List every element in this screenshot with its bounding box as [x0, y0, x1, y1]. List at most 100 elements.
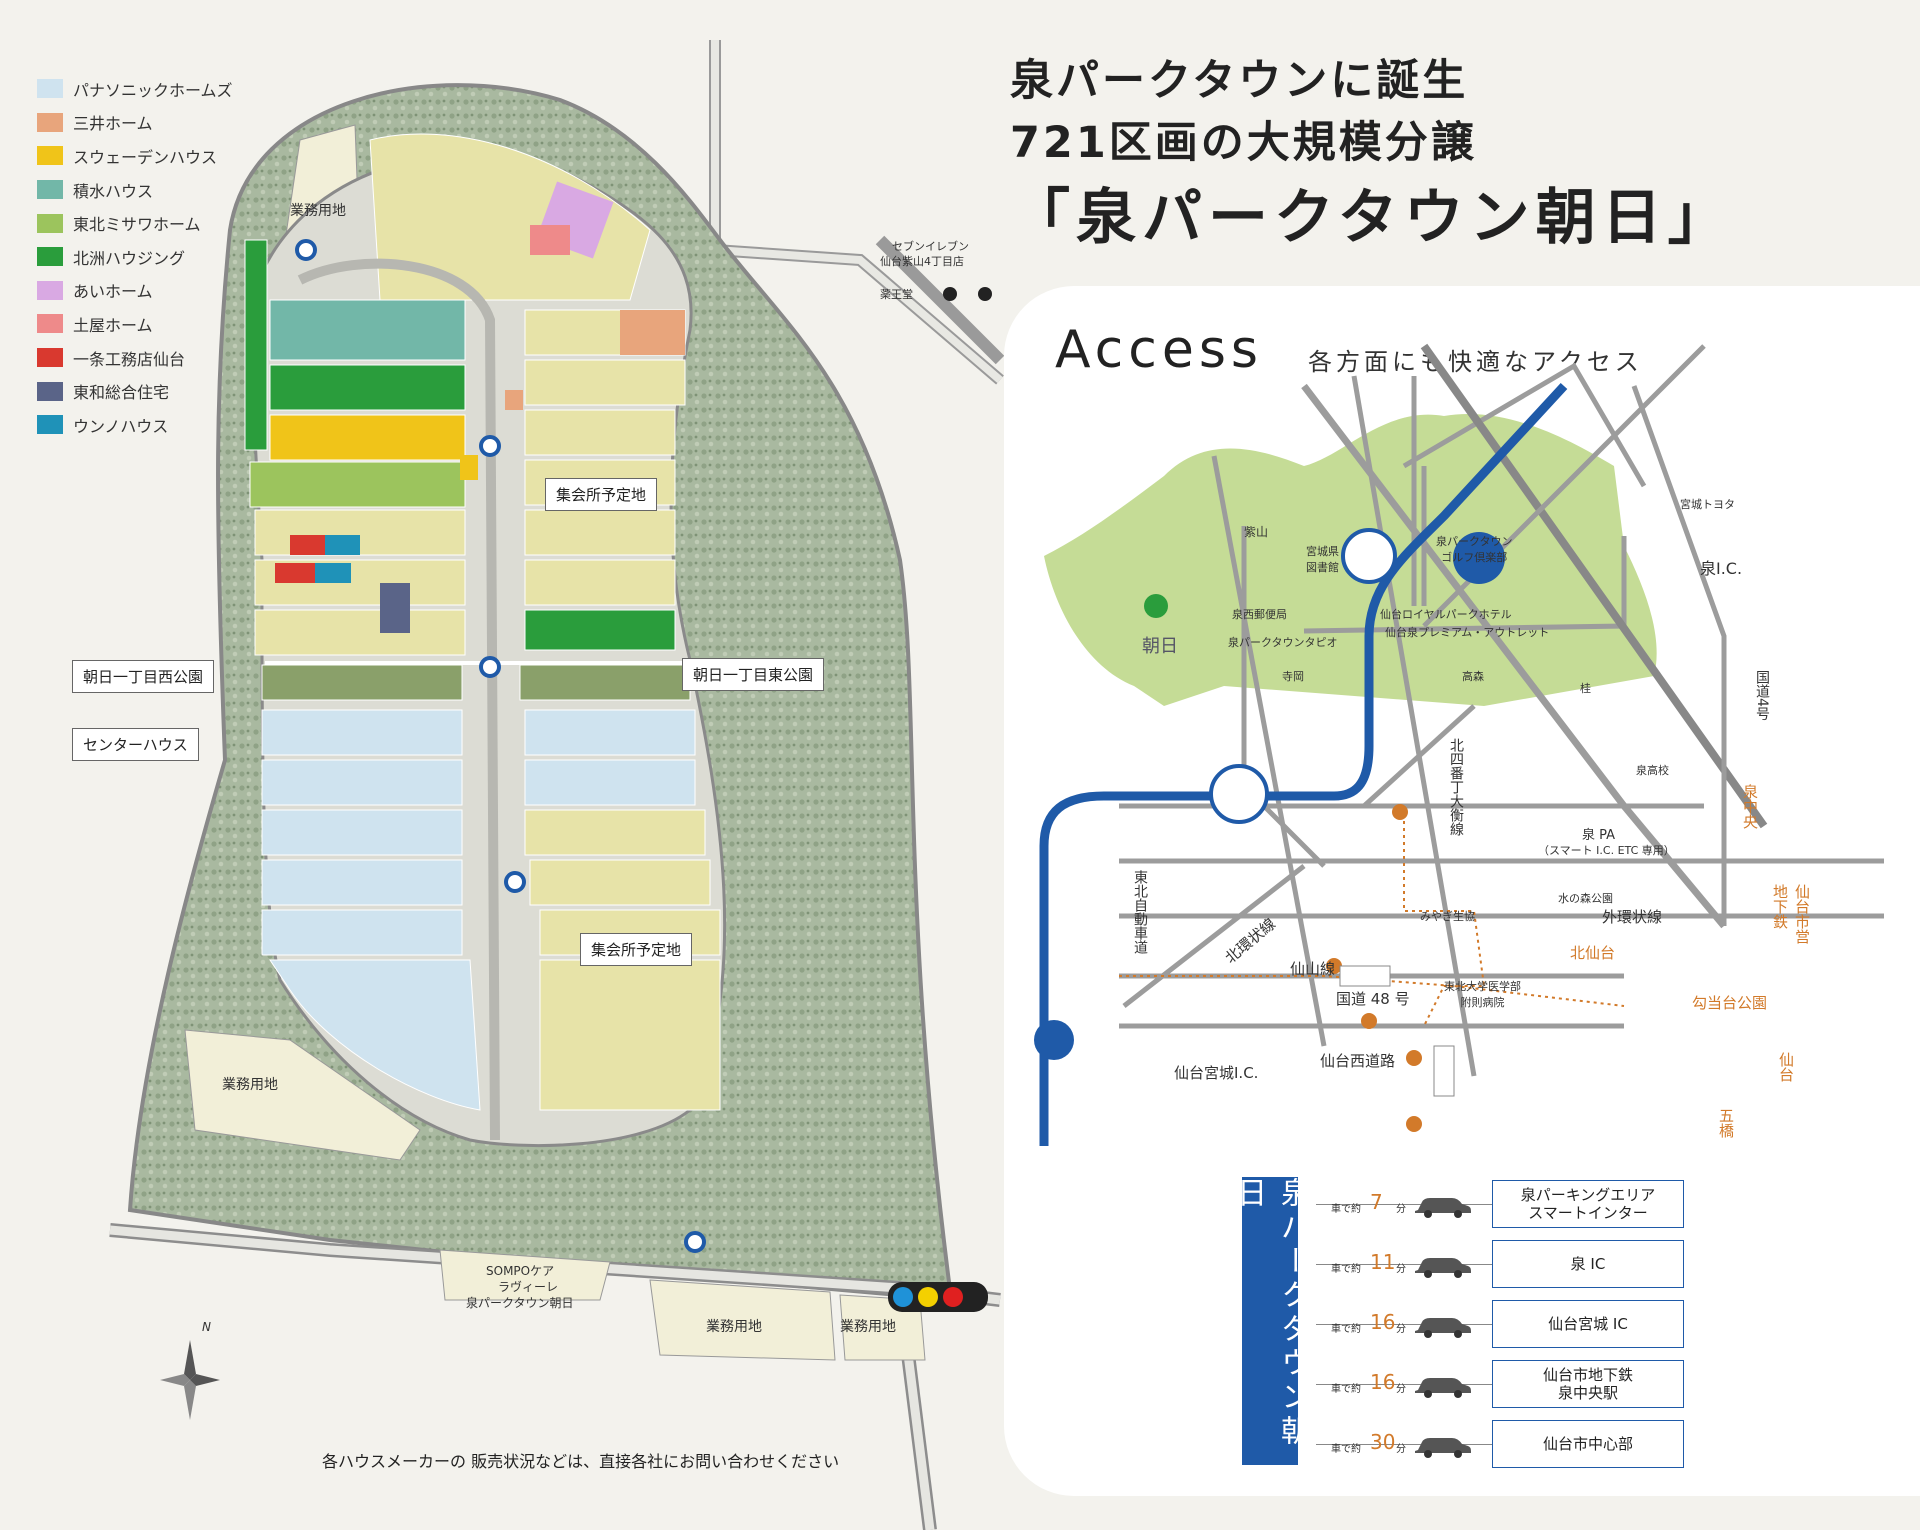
lot-map — [109, 40, 1005, 1530]
legend-label: あいホーム — [73, 282, 153, 302]
legend-swatch — [37, 112, 63, 132]
headline-line1: 泉パークタウンに誕生 — [1010, 56, 1469, 106]
label-murasakiyama: 紫山 — [1244, 525, 1269, 539]
travel-unit: 分 — [1396, 1264, 1406, 1275]
label-post: 泉西郵便局 — [1232, 608, 1287, 621]
label-subway: 地下鉄 — [1771, 884, 1789, 929]
legend-swatch — [37, 348, 63, 368]
travel-prefix: 車で約 — [1331, 1264, 1361, 1275]
gyomu-lot-left — [184, 1029, 421, 1161]
legend-swatch — [37, 247, 63, 267]
label-sendai: 仙台 — [1777, 1052, 1795, 1082]
yakuoudo-label: 薬王堂 — [880, 288, 913, 301]
connector-line — [1316, 1384, 1492, 1385]
gyomu-lot-bottom1 — [649, 1279, 836, 1361]
north-label: N — [202, 1320, 211, 1334]
travel-prefix: 車で約 — [1331, 1324, 1361, 1335]
vertical-title: 泉パークタウン朝日 — [1231, 1177, 1310, 1465]
legend-label: 一条工務店仙台 — [73, 349, 186, 369]
label-miyagi-kyo: みやぎ生協 — [1420, 910, 1475, 923]
label-katsura: 桂 — [1580, 682, 1591, 695]
gyomu-top-label: 業務用地 — [290, 203, 346, 219]
label-toyota: 宮城トヨタ — [1680, 498, 1735, 511]
connector-line — [1316, 1204, 1492, 1205]
headline-line3: 「泉パークタウン朝日」 — [1010, 183, 1734, 253]
travel-destination: 仙台市地下鉄 泉中央駅 — [1492, 1360, 1684, 1408]
label-namboku: 仙台市営 — [1793, 884, 1811, 944]
label-route48: 国道 48 号 — [1336, 990, 1410, 1008]
legend-swatch — [37, 381, 63, 401]
label-sendai-west: 仙台西道路 — [1320, 1052, 1396, 1070]
legend-swatch — [37, 146, 63, 166]
legend-item: 積水ハウス — [37, 173, 233, 207]
legend-item: スウェーデンハウス — [37, 139, 233, 173]
car-icon — [1415, 1198, 1471, 1218]
car-icon — [1415, 1378, 1471, 1398]
label-senzan: 仙山線 — [1290, 960, 1336, 978]
label-kitasendai: 北仙台 — [1570, 944, 1616, 962]
label-kita4: 北四番丁大衡線 — [1448, 738, 1464, 836]
legend-swatch — [37, 314, 63, 334]
legend-swatch — [37, 213, 63, 233]
legend-item: パナソニックホームズ — [37, 72, 233, 106]
label-library: 宮城県 図書館 — [1306, 545, 1339, 574]
legend-item: 東和総合住宅 — [37, 374, 233, 408]
connector-line — [1316, 1264, 1492, 1265]
label-izumi-chuo: 泉中央 — [1741, 784, 1759, 829]
gyomu-left-label: 業務用地 — [222, 1077, 278, 1093]
legend-label: スウェーデンハウス — [73, 147, 218, 167]
footnote: 各ハウスメーカーの 販売状況などは、直接各社にお問い合わせください — [322, 1452, 840, 1471]
label-gaikan: 外環状線 — [1602, 908, 1663, 926]
travel-destination: 仙台市中心部 — [1492, 1420, 1684, 1468]
legend: パナソニックホームズ三井ホームスウェーデンハウス積水ハウス東北ミサワホーム北洲ハ… — [37, 72, 233, 442]
gyomu-bottom1-label: 業務用地 — [706, 1319, 762, 1335]
access-title: Access — [1055, 320, 1264, 380]
travel-unit: 分 — [1396, 1324, 1406, 1335]
label-tohoku-exp: 東北自動車道 — [1132, 870, 1148, 954]
connector-line — [1316, 1324, 1492, 1325]
sompo-label-2: ラヴィーレ — [498, 1280, 559, 1294]
callout-shukai-1: 集会所予定地 — [545, 478, 658, 511]
label-itsutsubashi: 五橋 — [1717, 1108, 1735, 1138]
travel-minutes: 11 — [1370, 1250, 1396, 1274]
travel-unit: 分 — [1396, 1384, 1406, 1395]
connector-line — [1316, 1444, 1492, 1445]
sompo-label-1: SOMPOケア — [486, 1264, 555, 1278]
headline: 泉パークタウンに誕生 721区画の大規模分譲 「泉パークタウン朝日」 — [1010, 50, 1734, 262]
expressway — [1039, 382, 1568, 1146]
legend-label: 東和総合住宅 — [73, 383, 170, 403]
travel-minutes: 7 — [1370, 1190, 1383, 1214]
sompo-lot — [439, 1249, 611, 1301]
legend-item: ウンノハウス — [37, 408, 233, 442]
legend-label: 東北ミサワホーム — [73, 215, 201, 235]
legend-item: あいホーム — [37, 274, 233, 308]
traffic-light — [888, 1282, 988, 1312]
lot-blocks — [244, 133, 721, 1111]
internal-road — [297, 258, 500, 1141]
travel-minutes: 30 — [1370, 1430, 1396, 1454]
label-sendai-miyagi-ic: 仙台宮城I.C. — [1174, 1064, 1259, 1082]
label-route4: 国道4号 — [1754, 670, 1770, 721]
location-pins — [295, 239, 706, 1253]
travel-minutes: 16 — [1370, 1310, 1396, 1334]
label-mizunomori: 水の森公園 — [1558, 892, 1613, 905]
callout-park-west: 朝日一丁目西公園 — [72, 660, 215, 693]
access-map — [1034, 343, 1884, 1146]
legend-swatch — [37, 280, 63, 300]
legend-label: ウンノハウス — [73, 416, 169, 436]
legend-label: 北洲ハウジング — [73, 248, 186, 268]
compass — [160, 1340, 220, 1420]
sompo-label-3: 泉パークタウン朝日 — [466, 1296, 574, 1310]
travel-destination: 泉 IC — [1492, 1240, 1684, 1288]
legend-swatch — [37, 415, 63, 435]
callout-park-east: 朝日一丁目東公園 — [682, 658, 825, 691]
label-teraoka: 寺岡 — [1282, 670, 1304, 683]
callout-shukai-2: 集会所予定地 — [580, 933, 693, 966]
access-subtitle: 各方面にも快適なアクセス — [1308, 348, 1643, 376]
legend-item: 三井ホーム — [37, 106, 233, 140]
legend-item: 土屋ホーム — [37, 307, 233, 341]
label-pa: 泉 PA — [1582, 828, 1616, 843]
